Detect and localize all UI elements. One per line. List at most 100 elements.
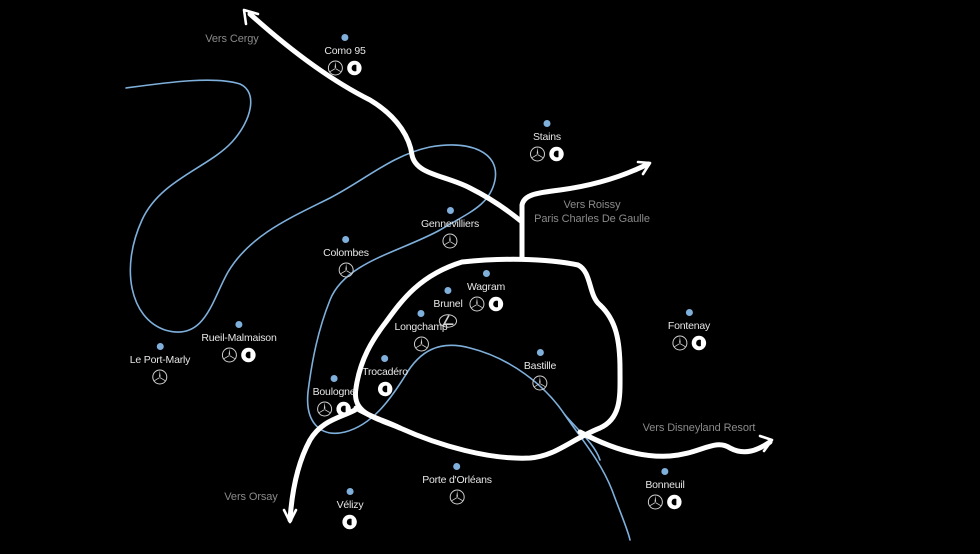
- site-label: Wagram: [466, 281, 506, 293]
- destination-label-roissy: Vers Roissy Paris Charles De Gaulle: [534, 198, 650, 226]
- road-a4-disneyland: [577, 429, 773, 459]
- location-dot: [235, 321, 243, 328]
- location-dot: [482, 270, 490, 277]
- dealer-site[interactable]: Brunel: [433, 287, 463, 329]
- destination-text: Vers Orsay: [224, 491, 278, 503]
- road-a1-roissy: [519, 161, 651, 261]
- road-ring-peripherique: [352, 256, 623, 461]
- location-dot: [453, 463, 461, 470]
- mercedes-benz-logo-icon: [317, 401, 332, 417]
- brand-logos: [317, 401, 352, 417]
- location-dot: [536, 349, 544, 356]
- site-label: Trocadéro: [362, 366, 408, 378]
- site-label: Bastille: [523, 360, 557, 372]
- site-label: Rueil-Malmaison: [201, 332, 277, 344]
- location-dot: [661, 468, 669, 475]
- dealer-site[interactable]: Gennevilliers: [421, 207, 479, 249]
- brand-logos: [672, 335, 707, 351]
- dealer-site[interactable]: Le Port-Marly: [130, 343, 190, 385]
- dealer-site[interactable]: Colombes: [323, 236, 369, 278]
- location-dot: [341, 34, 349, 41]
- dealer-site[interactable]: Trocadéro: [362, 355, 408, 397]
- mercedes-benz-logo-icon: [449, 489, 465, 505]
- smart-logo-icon: [336, 401, 351, 417]
- brand-logos: [342, 514, 358, 530]
- mercedes-benz-logo-icon: [532, 375, 548, 391]
- road-ring-sw-stub: [353, 405, 403, 431]
- dealer-site[interactable]: Vélizy: [337, 488, 364, 530]
- arrow-disneyland: [758, 434, 774, 453]
- brand-logos: [469, 296, 504, 312]
- arrow-cergy: [242, 8, 260, 26]
- mercedes-benz-logo-icon: [152, 369, 168, 385]
- location-dot: [346, 488, 354, 495]
- dealer-site[interactable]: Porte d'Orléans: [422, 463, 492, 505]
- brand-logos: [338, 262, 354, 278]
- smart-logo-icon: [691, 335, 706, 351]
- destination-label-cergy: Vers Cergy: [205, 32, 259, 46]
- brand-logos: [413, 336, 429, 352]
- location-dot: [444, 287, 452, 294]
- dealer-site[interactable]: Longchamp: [394, 310, 448, 352]
- smart-logo-icon: [347, 60, 362, 76]
- site-label: Como 95: [324, 45, 366, 57]
- location-dot: [342, 236, 350, 243]
- dealer-site[interactable]: Bastille: [524, 349, 556, 391]
- site-label: Colombes: [323, 247, 369, 259]
- dealer-site[interactable]: Bonneuil: [645, 468, 685, 510]
- mercedes-benz-logo-icon: [469, 296, 484, 312]
- road-a15-cergy: [247, 11, 525, 225]
- smart-logo-icon: [549, 146, 564, 162]
- site-label: Boulogne: [312, 386, 356, 398]
- brand-logos: [152, 369, 168, 385]
- location-dot: [381, 355, 389, 362]
- smart-logo-icon: [241, 347, 256, 363]
- road-a4-link: [287, 407, 358, 523]
- mercedes-benz-logo-icon: [328, 60, 343, 76]
- destination-text: Vers Roissy: [563, 199, 621, 211]
- destination-label-disneyland: Vers Disneyland Resort: [643, 421, 756, 435]
- mercedes-benz-logo-icon: [221, 347, 237, 363]
- smart-logo-icon: [342, 514, 358, 530]
- smart-logo-icon: [667, 494, 682, 510]
- site-label: Longchamp: [394, 321, 448, 333]
- dealer-site[interactable]: Como 95: [324, 34, 366, 76]
- mercedes-benz-logo-icon: [530, 146, 545, 162]
- smart-logo-icon: [377, 381, 393, 397]
- dealer-site[interactable]: Stains: [530, 120, 565, 162]
- mercedes-benz-logo-icon: [442, 233, 458, 249]
- site-label: Fontenay: [667, 320, 711, 332]
- river-seine-west: [125, 79, 631, 541]
- location-dot: [417, 310, 425, 317]
- mercedes-benz-logo-icon: [413, 336, 429, 352]
- brand-logos: [530, 146, 565, 162]
- brand-logos: [442, 233, 458, 249]
- site-label: Vélizy: [336, 499, 364, 511]
- brand-logos: [532, 375, 548, 391]
- site-label: Stains: [533, 131, 561, 143]
- mercedes-benz-logo-icon: [648, 494, 663, 510]
- destination-text: Vers Disneyland Resort: [642, 422, 756, 434]
- destination-text: Paris Charles De Gaulle: [534, 213, 650, 225]
- brand-logos: [449, 489, 465, 505]
- brand-logos: [438, 313, 458, 329]
- location-dot: [543, 120, 551, 127]
- lexus-logo-icon: [438, 314, 458, 328]
- dealer-site[interactable]: Wagram: [467, 270, 505, 312]
- dealer-site[interactable]: Fontenay: [668, 309, 710, 351]
- location-dot: [330, 375, 338, 382]
- site-label: Porte d'Orléans: [422, 474, 492, 486]
- destination-label-orsay: Vers Orsay: [224, 490, 278, 504]
- location-dot: [446, 207, 454, 214]
- dealer-site[interactable]: Rueil-Malmaison: [201, 321, 277, 363]
- site-label: Gennevilliers: [420, 218, 480, 230]
- arrow-orsay: [282, 508, 298, 524]
- brand-logos: [377, 381, 393, 397]
- destination-text: Vers Cergy: [205, 33, 259, 45]
- brand-logos: [648, 494, 683, 510]
- site-label: Le Port-Marly: [129, 354, 191, 366]
- dealer-site[interactable]: Boulogne: [313, 375, 356, 417]
- brand-logos: [221, 347, 256, 363]
- arrow-roissy: [636, 160, 652, 176]
